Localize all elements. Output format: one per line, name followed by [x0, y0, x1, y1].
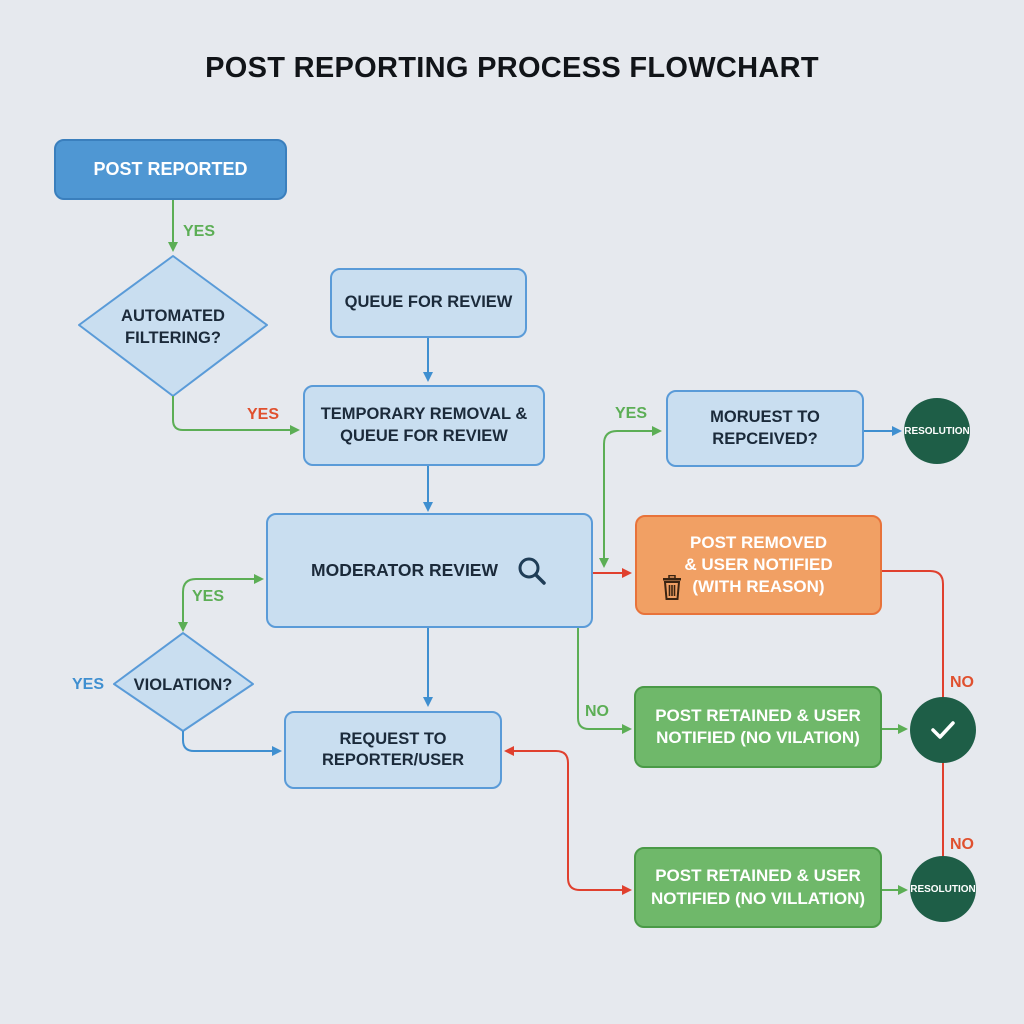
queue-for-review-node[interactable]: QUEUE FOR REVIEW: [330, 268, 527, 338]
moderator-review-label: MODERATOR REVIEW: [311, 560, 498, 581]
edge-label-to-request-received: YES: [615, 405, 648, 422]
edge-to-request-received: [603, 426, 662, 566]
resolution-bottom-node[interactable]: RESOLUTION: [910, 856, 976, 922]
resolution-top-node[interactable]: RESOLUTION: [904, 398, 970, 464]
trash-icon: [661, 575, 683, 601]
post-retained-node-2[interactable]: POST RETAINED & USER NOTIFIED (NO VILLAT…: [634, 847, 882, 928]
violation-label: VIOLATION?: [133, 676, 233, 694]
search-icon: [516, 555, 548, 587]
temporary-removal-node[interactable]: TEMPORARY REMOVAL & QUEUE FOR REVIEW: [303, 385, 545, 466]
edge-label-reported-to-filter: YES: [183, 223, 216, 240]
check-icon: [930, 719, 956, 741]
automated-filtering-label: AUTOMATED FILTERING?: [121, 307, 225, 348]
edge-filter-to-temp: [172, 396, 300, 435]
post-removed-node[interactable]: POST REMOVED & USER NOTIFIED (WITH REASO…: [635, 515, 882, 615]
edge-label-right-upper: NO: [950, 674, 974, 691]
edge-label-review-to-retained: NO: [585, 703, 609, 720]
request-to-reporter-node[interactable]: REQUEST TO REPORTER/USER: [284, 711, 502, 789]
request-received-node[interactable]: MORUEST TO REPCEIVED?: [666, 390, 864, 467]
edge-label-right-lower: NO: [950, 836, 974, 853]
edge-label-violation-left: YES: [72, 676, 105, 693]
post-reported-node[interactable]: POST REPORTED: [54, 139, 287, 200]
page-title: POST REPORTING PROCESS FLOWCHART: [205, 52, 819, 84]
post-reported-label: POST REPORTED: [93, 158, 248, 179]
moderator-review-node[interactable]: MODERATOR REVIEW: [266, 513, 593, 628]
check-node[interactable]: [910, 697, 976, 763]
edge-violation-to-request: [182, 731, 282, 756]
edge-violation-to-moderator: [182, 574, 264, 627]
post-retained-node-1[interactable]: POST RETAINED & USER NOTIFIED (NO VILATI…: [634, 686, 882, 768]
edge-label-filter-to-temp: YES: [247, 406, 280, 423]
edge-moderator-to-retained: [577, 628, 632, 734]
edge-request-to-retained2: [506, 750, 632, 895]
edge-label-to-violation: YES: [192, 588, 225, 605]
edge-removed-to-right: [882, 570, 944, 697]
